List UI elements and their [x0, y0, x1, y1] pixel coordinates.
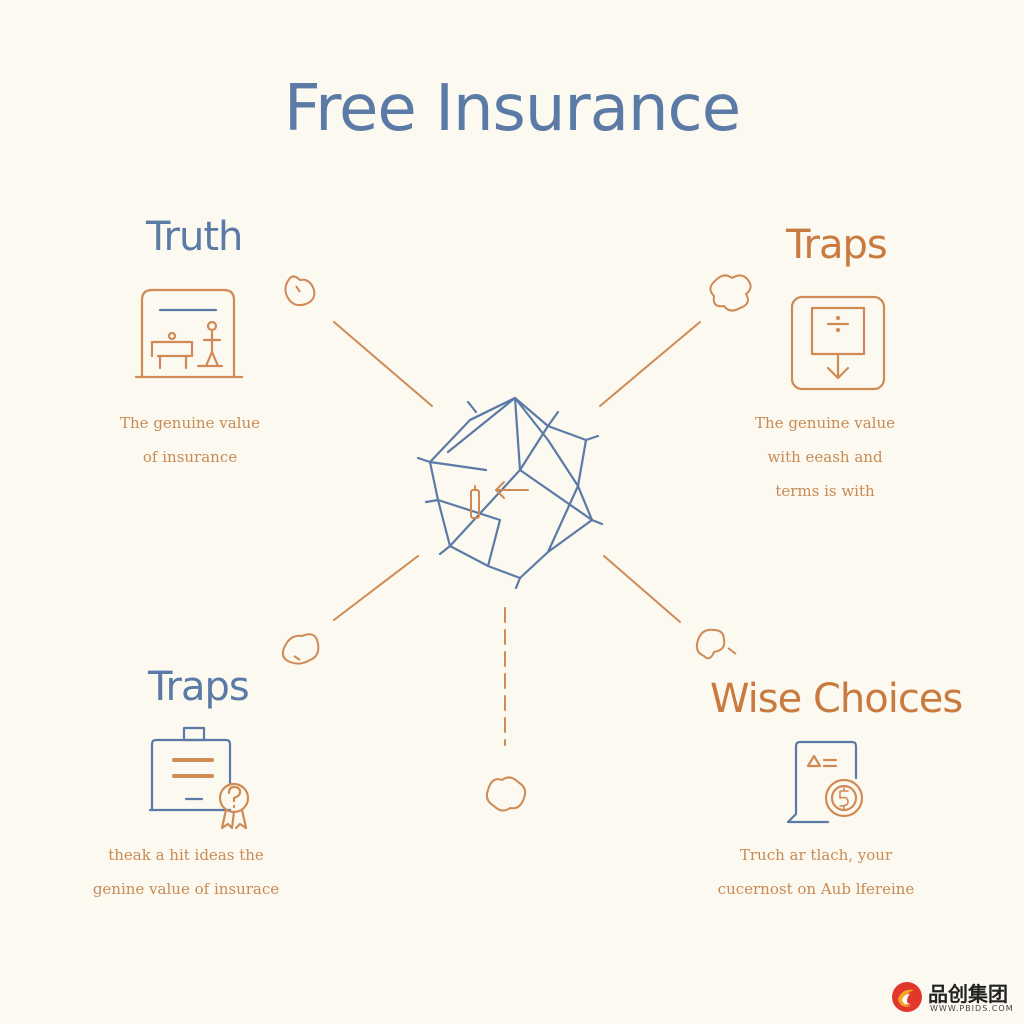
crumpled-star-icon: [416, 396, 604, 590]
quadrant-heading-traps-bottom: Traps: [148, 664, 250, 710]
description-line: Truch ar tlach, your: [739, 846, 893, 864]
quadrant-heading-wise-choices: Wise Choices: [710, 676, 963, 722]
doctor-visit-icon: [134, 288, 244, 379]
connector-bottom-right: [603, 555, 681, 623]
description-line: genine value of insurace: [92, 880, 280, 898]
watermark-url: WWW.PBIDS.COM: [930, 1004, 1014, 1013]
quadrant-description-truth: The genuine value of insurance: [110, 406, 270, 474]
arrow-left-icon: [494, 481, 529, 499]
connector-top-right: [599, 321, 701, 407]
connector-top-left: [333, 321, 433, 407]
document-coin-icon: [786, 740, 864, 824]
scribble-marker-bottom-right-icon: [695, 628, 737, 660]
description-line: The genuine value: [755, 414, 895, 432]
description-line: theak a hit ideas the: [108, 846, 264, 864]
quadrant-description-traps-top: The genuine value with eeash and terms i…: [740, 406, 910, 508]
description-line: with eeash and: [767, 448, 883, 466]
description-line: of insurance: [142, 448, 238, 466]
quadrant-description-wise-choices: Truch ar tlach, your cucernost on Aub lf…: [706, 838, 926, 906]
document-down-arrow-icon: [790, 295, 886, 391]
watermark-name: 品创集团: [928, 982, 1008, 1006]
connector-bottom-left: [333, 555, 419, 621]
quadrant-heading-truth: Truth: [146, 214, 243, 260]
watermark-logo: 品创集团 WWW.PBIDS.COM: [890, 978, 1016, 1018]
brand-swirl-icon: [892, 982, 922, 1012]
description-line: terms is with: [775, 482, 875, 500]
scribble-marker-bottom-left-icon: [281, 633, 320, 665]
description-line: cucernost on Aub lfereine: [717, 880, 915, 898]
scribble-marker-top-left-icon: [284, 275, 316, 307]
quadrant-description-traps-bottom: theak a hit ideas the genine value of in…: [86, 838, 286, 906]
pencil-icon: [470, 485, 480, 519]
scribble-marker-bottom-icon: [485, 776, 527, 812]
scribble-marker-top-right-icon: [709, 274, 752, 312]
diagram-title: Free Insurance: [283, 72, 741, 146]
document-question-badge-icon: [148, 726, 250, 830]
quadrant-heading-traps-top: Traps: [786, 222, 888, 268]
description-line: The genuine value: [120, 414, 260, 432]
